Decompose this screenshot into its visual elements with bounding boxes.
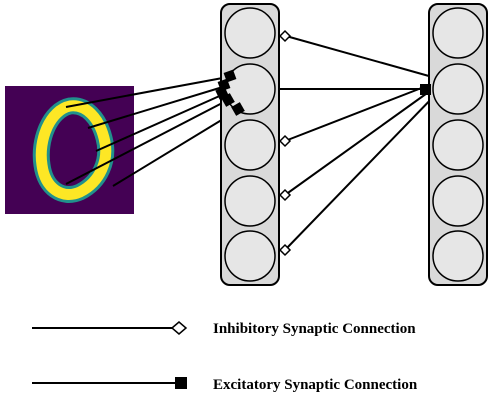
excitatory-terminals-layer1	[215, 69, 245, 116]
neuron-layer-1	[220, 3, 280, 286]
excitatory-terminal-square	[231, 102, 245, 116]
neuron	[224, 230, 276, 282]
inhibitory-terminals	[278, 29, 292, 257]
inhibitory-connection-line	[285, 35, 437, 79]
input-digit-image	[5, 86, 134, 214]
legend-item-excitatory: Excitatory Synaptic Connection	[32, 377, 418, 393]
input-to-layer1-connections	[65, 76, 239, 187]
inhibitory-terminal-diamond	[278, 134, 292, 148]
neuron	[432, 63, 484, 115]
layer1-to-layer2-connections	[278, 35, 439, 251]
neuron	[432, 230, 484, 282]
legend-item-inhibitory: Inhibitory Synaptic Connection	[32, 321, 416, 337]
legend-label-excitatory: Excitatory Synaptic Connection	[213, 377, 418, 393]
neuron	[224, 119, 276, 171]
neuron	[224, 7, 276, 59]
neuron	[224, 175, 276, 227]
neuron	[432, 175, 484, 227]
inhibitory-connection-line	[284, 81, 438, 142]
excitatory-terminal-square	[420, 84, 431, 95]
neuron	[432, 7, 484, 59]
input-connection-line	[112, 109, 239, 187]
excitatory-terminal-square	[221, 93, 235, 107]
inhibitory-connection-line	[284, 85, 438, 196]
legend-square-symbol	[175, 377, 187, 389]
input-connection-line	[65, 99, 229, 185]
inhibitory-terminal-diamond	[278, 29, 292, 43]
legend-label-inhibitory: Inhibitory Synaptic Connection	[213, 321, 416, 337]
input-connection-line	[95, 93, 225, 152]
inhibitory-connection-line	[284, 91, 439, 251]
legend-diamond-symbol	[170, 321, 188, 335]
inhibitory-terminal-diamond	[278, 243, 292, 257]
input-connection-line	[87, 85, 227, 129]
inhibitory-terminal-diamond	[278, 188, 292, 202]
legend: Inhibitory Synaptic Connection Excitator…	[32, 321, 418, 393]
neuron-layer-2	[428, 3, 488, 286]
neuron	[432, 119, 484, 171]
input-connection-line	[65, 76, 229, 108]
